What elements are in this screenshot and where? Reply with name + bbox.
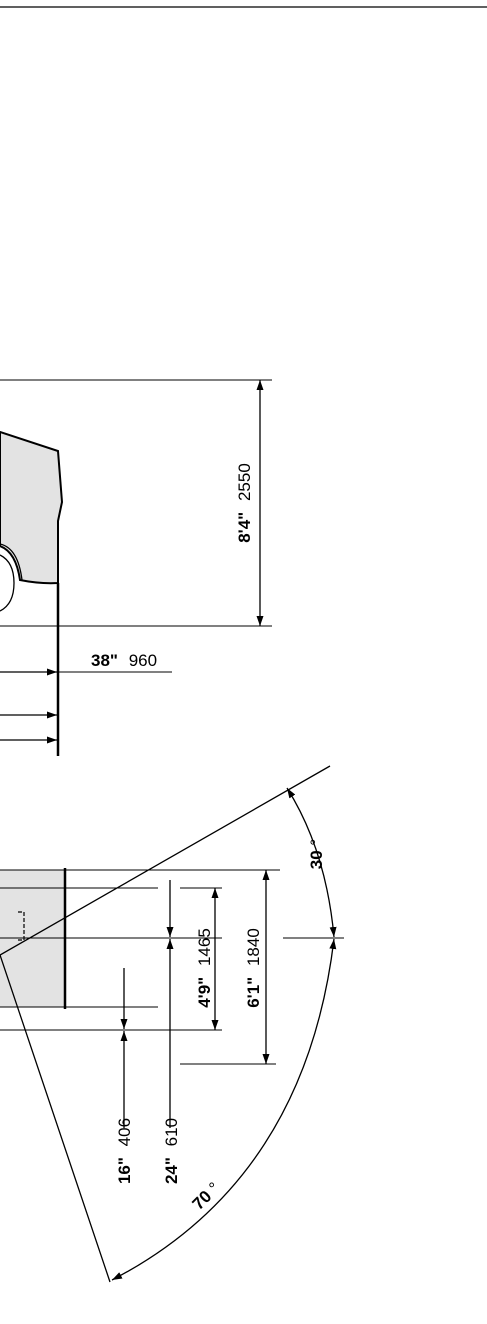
width-inner-metric: 1465 [195,928,214,966]
angle-upper-value: 30 [307,850,326,869]
width-outer-label: 6'1" 1840 [244,928,263,1008]
svg-text:30 °: 30 ° [307,839,326,869]
overhang-label: 38" 960 [91,651,157,670]
offset-large-imperial: 24" [162,1157,181,1184]
vehicle-body-side [0,430,64,585]
svg-text:4'9" 1465: 4'9" 1465 [195,928,214,1008]
angle-arc-lower [111,938,337,1281]
offset-small-imperial: 16" [115,1157,134,1184]
overhang-imperial: 38" [91,651,118,670]
angle-upper-label: 30 ° [307,839,326,869]
svg-text:8'4" 2550: 8'4" 2550 [235,463,254,543]
height-metric: 2550 [235,463,254,501]
width-inner-label: 4'9" 1465 [195,928,214,1008]
wheel-arch [0,543,23,581]
side-view: 8'4" 2550 38" 960 [0,379,272,756]
offset-large-metric: 610 [162,1118,181,1146]
top-view: 4'9" 1465 6'1" 1840 16" 406 24" 610 30 [0,765,344,1283]
angle-upper-unit: ° [307,839,326,846]
svg-text:38" 960: 38" 960 [91,651,157,670]
offset-small-metric: 406 [115,1118,134,1146]
height-imperial: 8'4" [235,512,254,543]
view-cone-upper [0,765,331,956]
svg-text:6'1" 1840: 6'1" 1840 [244,928,263,1008]
mirror-mark [18,911,25,941]
width-inner-imperial: 4'9" [195,977,214,1008]
svg-text:70 °: 70 ° [189,1179,224,1214]
offset-small-label: 16" 406 [115,1118,134,1184]
overhang-metric: 960 [129,651,157,670]
height-label: 8'4" 2550 [235,463,254,543]
width-outer-metric: 1840 [244,928,263,966]
angle-lower-label: 70 ° [189,1179,224,1214]
offset-large-label: 24" 610 [162,1118,181,1184]
wheel [0,554,15,612]
width-outer-imperial: 6'1" [244,977,263,1008]
angle-lower-unit: ° [205,1179,223,1197]
svg-text:16" 406: 16" 406 [115,1118,134,1184]
svg-text:24" 610: 24" 610 [162,1118,181,1184]
view-cone-lower [0,954,111,1283]
angle-arc-upper [286,787,337,938]
